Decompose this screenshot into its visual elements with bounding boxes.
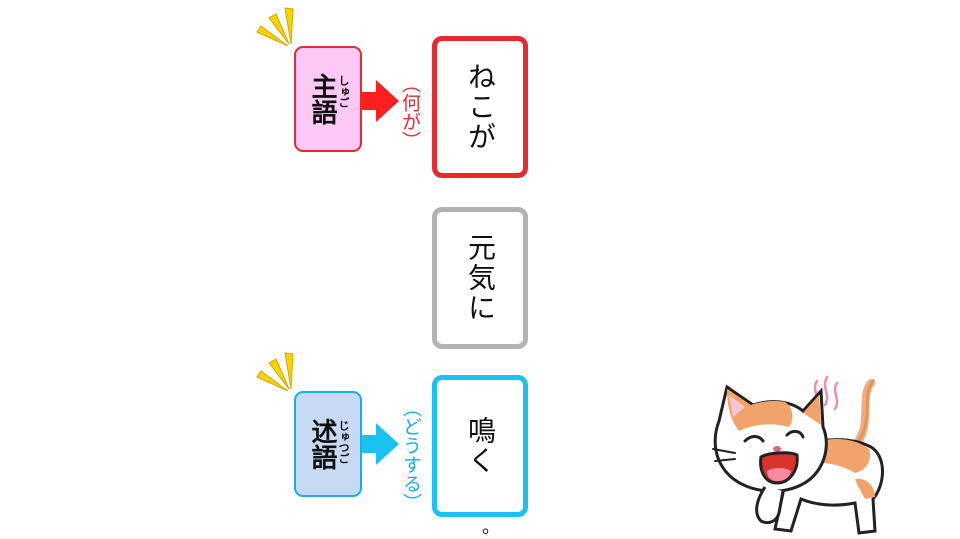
predicate-label: 述語 bbox=[307, 418, 337, 470]
arrow-right-icon bbox=[362, 80, 399, 122]
word-card-text: 鳴く bbox=[464, 416, 497, 476]
subject-label-box: 主語 しゅご bbox=[294, 46, 362, 152]
word-card-text: 元気に bbox=[464, 233, 497, 323]
predicate-hint: （どうする） bbox=[400, 398, 422, 512]
subject-label: 主語 bbox=[307, 73, 337, 125]
word-card-predicate: 鳴く bbox=[432, 375, 528, 517]
sparkle-icon bbox=[256, 7, 294, 46]
predicate-reading: じゅつご bbox=[337, 420, 350, 464]
word-card-subject: ねこが bbox=[432, 36, 528, 178]
subject-hint: （何が） bbox=[399, 74, 421, 150]
word-card-text: ねこが bbox=[464, 62, 497, 152]
sparkle-icon bbox=[256, 352, 294, 391]
sentence-period: 。 bbox=[482, 517, 500, 538]
predicate-label-box: 述語 じゅつご bbox=[294, 391, 362, 497]
cat-illustration bbox=[712, 375, 884, 535]
subject-reading: しゅご bbox=[337, 75, 350, 108]
word-card-modifier: 元気に bbox=[432, 207, 528, 349]
arrow-right-icon bbox=[362, 423, 399, 465]
